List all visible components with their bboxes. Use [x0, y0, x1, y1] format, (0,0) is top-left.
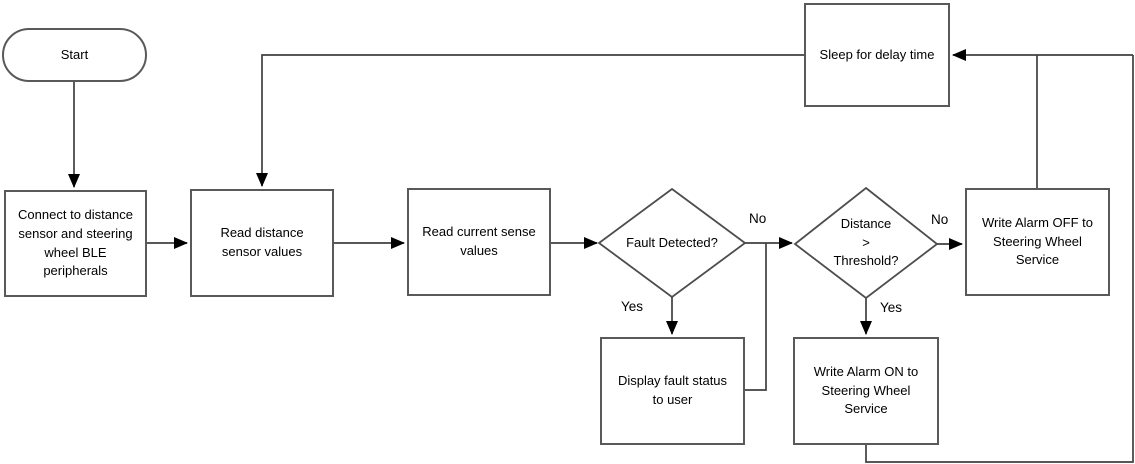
node-fault-detected-decision: Fault Detected? — [626, 234, 718, 250]
edge-display-fault-merge — [745, 243, 767, 391]
node-connect-ble-peripherals: Connect to distance sensor and steering … — [4, 190, 147, 297]
edge-label-threshold-yes: Yes — [879, 300, 904, 315]
node-write-alarm-off: Write Alarm OFF to Steering Wheel Servic… — [965, 188, 1110, 296]
edge-label-threshold-no: No — [930, 212, 950, 227]
node-display-fault-status: Display fault status to user — [600, 337, 745, 445]
edge-label-fault-yes: Yes — [620, 299, 645, 314]
edge-sleep-to-read-distance — [256, 54, 804, 187]
node-read-distance-sensor: Read distance sensor values — [190, 189, 334, 297]
node-distance-threshold-decision: Distance > Threshold? — [833, 215, 899, 269]
edge-label-fault-no: No — [748, 211, 768, 226]
node-start: Start — [2, 28, 147, 82]
edge-alarm-on-loop-to-sleep-line — [865, 55, 1134, 463]
node-write-alarm-on: Write Alarm ON to Steering Wheel Service — [793, 337, 939, 445]
node-read-current-sense: Read current sense values — [407, 188, 551, 296]
node-sleep-delay: Sleep for delay time — [804, 3, 950, 107]
